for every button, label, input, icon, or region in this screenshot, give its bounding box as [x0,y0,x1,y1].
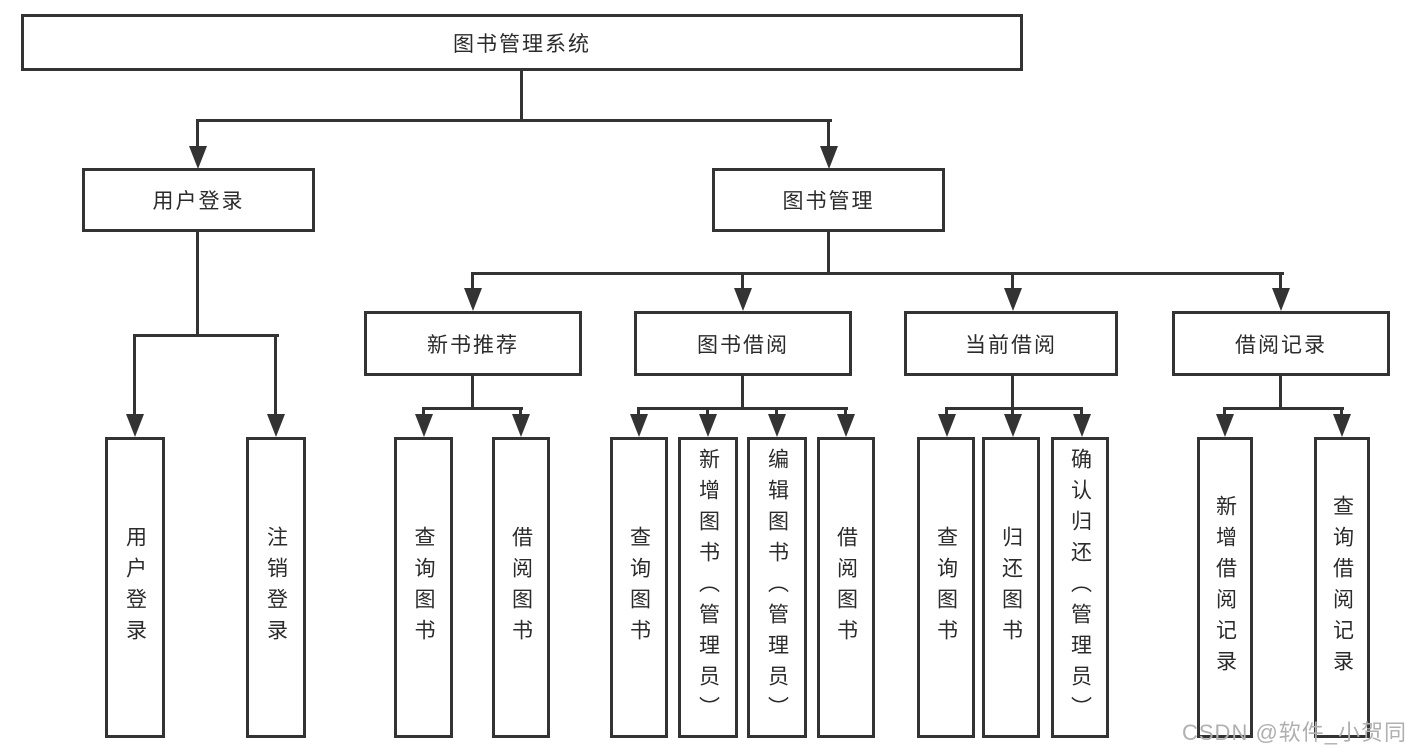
connector-vline [471,272,474,291]
node-label: 新增图书（管理员） [696,448,720,727]
down-arrowhead-icon [189,146,207,169]
connector-vline [422,407,425,417]
node-label: 借阅图书 [509,525,533,650]
down-arrowhead-icon [1333,414,1351,437]
down-arrowhead-icon [938,414,956,437]
node-label: 新增借阅记录 [1213,494,1237,681]
down-arrowhead-icon [464,288,482,311]
node-new-book-recommendation: 新书推荐 [364,311,582,376]
node-label: 查询图书 [627,525,651,650]
down-arrowhead-icon [734,288,752,311]
down-arrowhead-icon [267,414,285,437]
connector-vline [827,232,830,275]
down-arrowhead-icon [126,414,144,437]
connector-vline [133,334,136,416]
node-book-borrowing: 图书借阅 [634,311,852,376]
leaf-user-login: 用户登录 [105,437,165,738]
down-arrowhead-icon [820,146,838,169]
leaf-edit-book-admin: 编辑图书（管理员） [747,437,807,738]
leaf-confirm-return-admin: 确认归还（管理员） [1051,437,1109,738]
connector-vline [741,376,744,410]
connector-vline [706,407,709,417]
connector-hline [133,334,279,337]
node-label: 确认归还（管理员） [1068,448,1092,727]
connector-vline [637,407,640,417]
connector-vline [520,70,523,121]
node-label: 编辑图书（管理员） [765,448,789,727]
node-label: 用户登录 [152,190,245,213]
connector-vline [741,272,744,291]
leaf-query-books-recommend: 查询图书 [394,437,453,738]
connector-vline [1011,376,1014,410]
down-arrowhead-icon [1073,414,1091,437]
leaf-query-books-borrowing: 查询图书 [610,437,668,738]
connector-vline [1340,407,1343,417]
down-arrowhead-icon [699,414,717,437]
down-arrowhead-icon [1216,414,1234,437]
connector-vline [1223,407,1226,417]
connector-hline [422,407,523,410]
node-label: 借阅图书 [834,525,858,650]
connector-vline [196,119,199,147]
node-label: 用户登录 [123,525,147,650]
connector-vline [1011,272,1014,291]
leaf-add-book-admin: 新增图书（管理员） [678,437,738,738]
csdn-watermark: CSDN @软件_小贺同学 [1182,720,1405,745]
node-label: 新书推荐 [427,333,519,357]
connector-vline [827,119,830,147]
node-label: 注销登录 [264,525,288,650]
node-label: 借阅记录 [1235,333,1327,357]
connector-vline [1080,407,1083,417]
connector-hline [637,407,848,410]
node-label: 归还图书 [999,525,1023,650]
node-borrowing-records: 借阅记录 [1172,311,1390,376]
node-label: 图书借阅 [697,333,789,357]
down-arrowhead-icon [1004,414,1022,437]
node-label: 查询图书 [934,525,958,650]
node-user-login: 用户登录 [82,168,315,232]
connector-hline [1223,407,1344,410]
connector-vline [196,232,199,337]
down-arrowhead-icon [1004,288,1022,311]
connector-hline [945,407,1083,410]
connector-vline [1279,272,1282,291]
down-arrowhead-icon [1272,288,1290,311]
connector-vline [274,334,277,416]
node-label: 查询借阅记录 [1330,494,1354,681]
leaf-add-borrow-record: 新增借阅记录 [1197,437,1253,738]
leaf-logout: 注销登录 [246,437,306,738]
leaf-return-books: 归还图书 [982,437,1040,738]
down-arrowhead-icon [837,414,855,437]
down-arrowhead-icon [768,414,786,437]
down-arrowhead-icon [630,414,648,437]
leaf-query-borrow-record: 查询借阅记录 [1314,437,1370,738]
down-arrowhead-icon [512,414,530,437]
node-label: 图书管理 [782,190,875,213]
connector-vline [945,407,948,417]
node-current-borrowing: 当前借阅 [904,311,1118,376]
node-root: 图书管理系统 [21,14,1023,71]
connector-vline [1279,376,1282,410]
node-label: 当前借阅 [965,333,1057,357]
connector-vline [844,407,847,417]
down-arrowhead-icon [415,414,433,437]
connector-vline [471,376,474,410]
leaf-borrow-books-borrowing: 借阅图书 [817,437,875,738]
connector-hline [471,272,1284,275]
connector-vline [519,407,522,417]
connector-hline [196,119,832,122]
node-label: 图书管理系统 [453,32,591,56]
node-book-management: 图书管理 [712,168,945,232]
leaf-query-books-current: 查询图书 [917,437,975,738]
connector-vline [775,407,778,417]
connector-vline [1011,407,1014,417]
node-label: 查询图书 [412,525,435,650]
leaf-borrow-books-recommend: 借阅图书 [492,437,550,738]
